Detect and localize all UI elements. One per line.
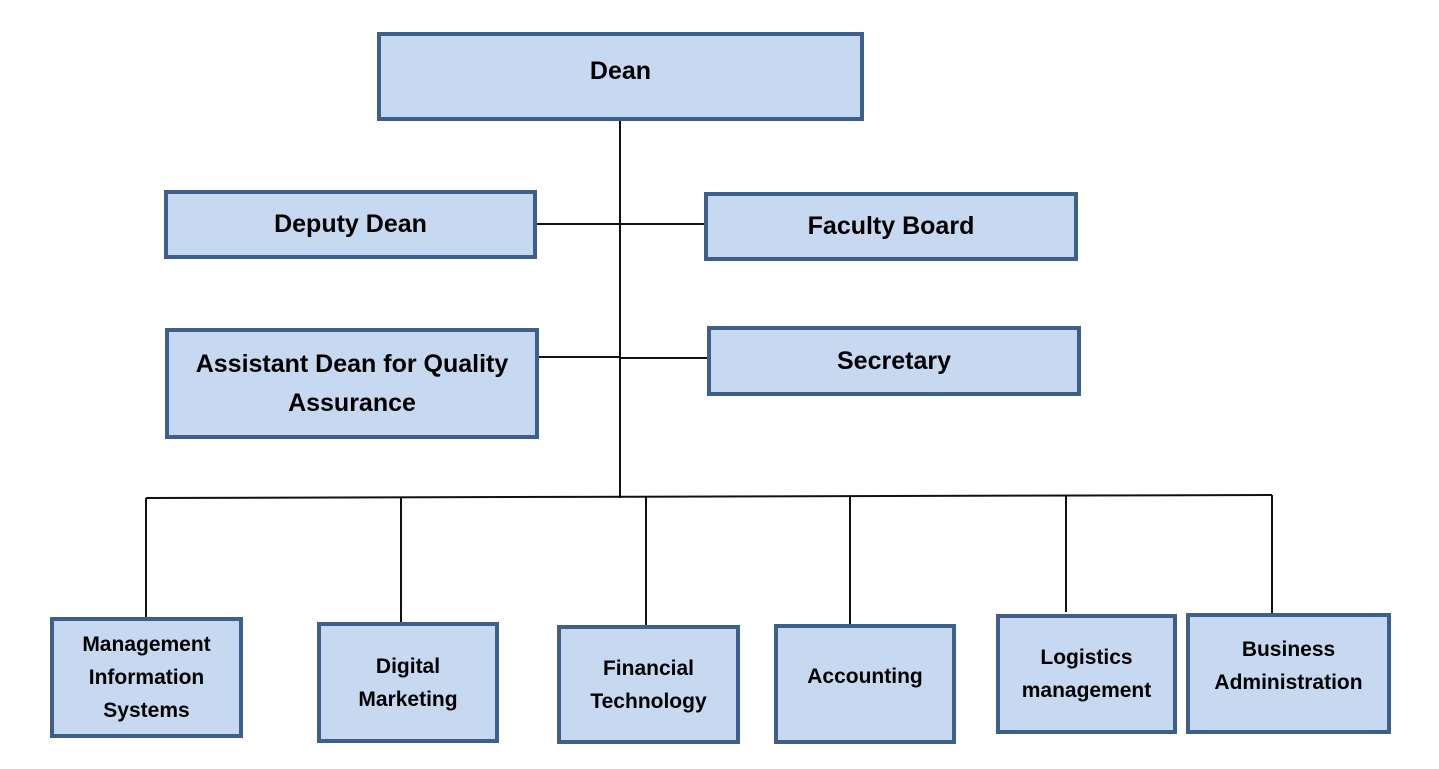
department-label: Management Information Systems [82, 633, 211, 722]
secretary-box: Secretary [707, 326, 1081, 396]
department-box-logistics-management: Logistics management [996, 614, 1177, 734]
department-box-business-administration: Business Administration [1186, 613, 1391, 734]
department-box-accounting: Accounting [774, 624, 956, 744]
faculty-board-label: Faculty Board [807, 212, 975, 240]
secretary-label: Secretary [837, 346, 951, 375]
department-label: Digital Marketing [358, 654, 458, 711]
assistant-dean-label: Assistant Dean for Quality Assurance [195, 349, 509, 417]
faculty-board-box: Faculty Board [704, 192, 1078, 261]
department-label: Financial Technology [590, 656, 707, 713]
deputy-dean-box: Deputy Dean [164, 190, 537, 259]
department-box-financial-technology: Financial Technology [557, 625, 740, 744]
connector-departments-bus [145, 494, 1273, 499]
dean-box: Dean [377, 32, 864, 121]
department-box-digital-marketing: Digital Marketing [317, 622, 499, 743]
department-label: Business Administration [1214, 638, 1363, 694]
department-box-management-information-systems: Management Information Systems [50, 617, 243, 738]
dean-label: Dean [589, 57, 652, 85]
deputy-dean-label: Deputy Dean [274, 210, 427, 238]
assistant-dean-box: Assistant Dean for Quality Assurance [165, 328, 539, 439]
department-label: Logistics management [1021, 646, 1152, 702]
department-label: Accounting [807, 665, 923, 688]
